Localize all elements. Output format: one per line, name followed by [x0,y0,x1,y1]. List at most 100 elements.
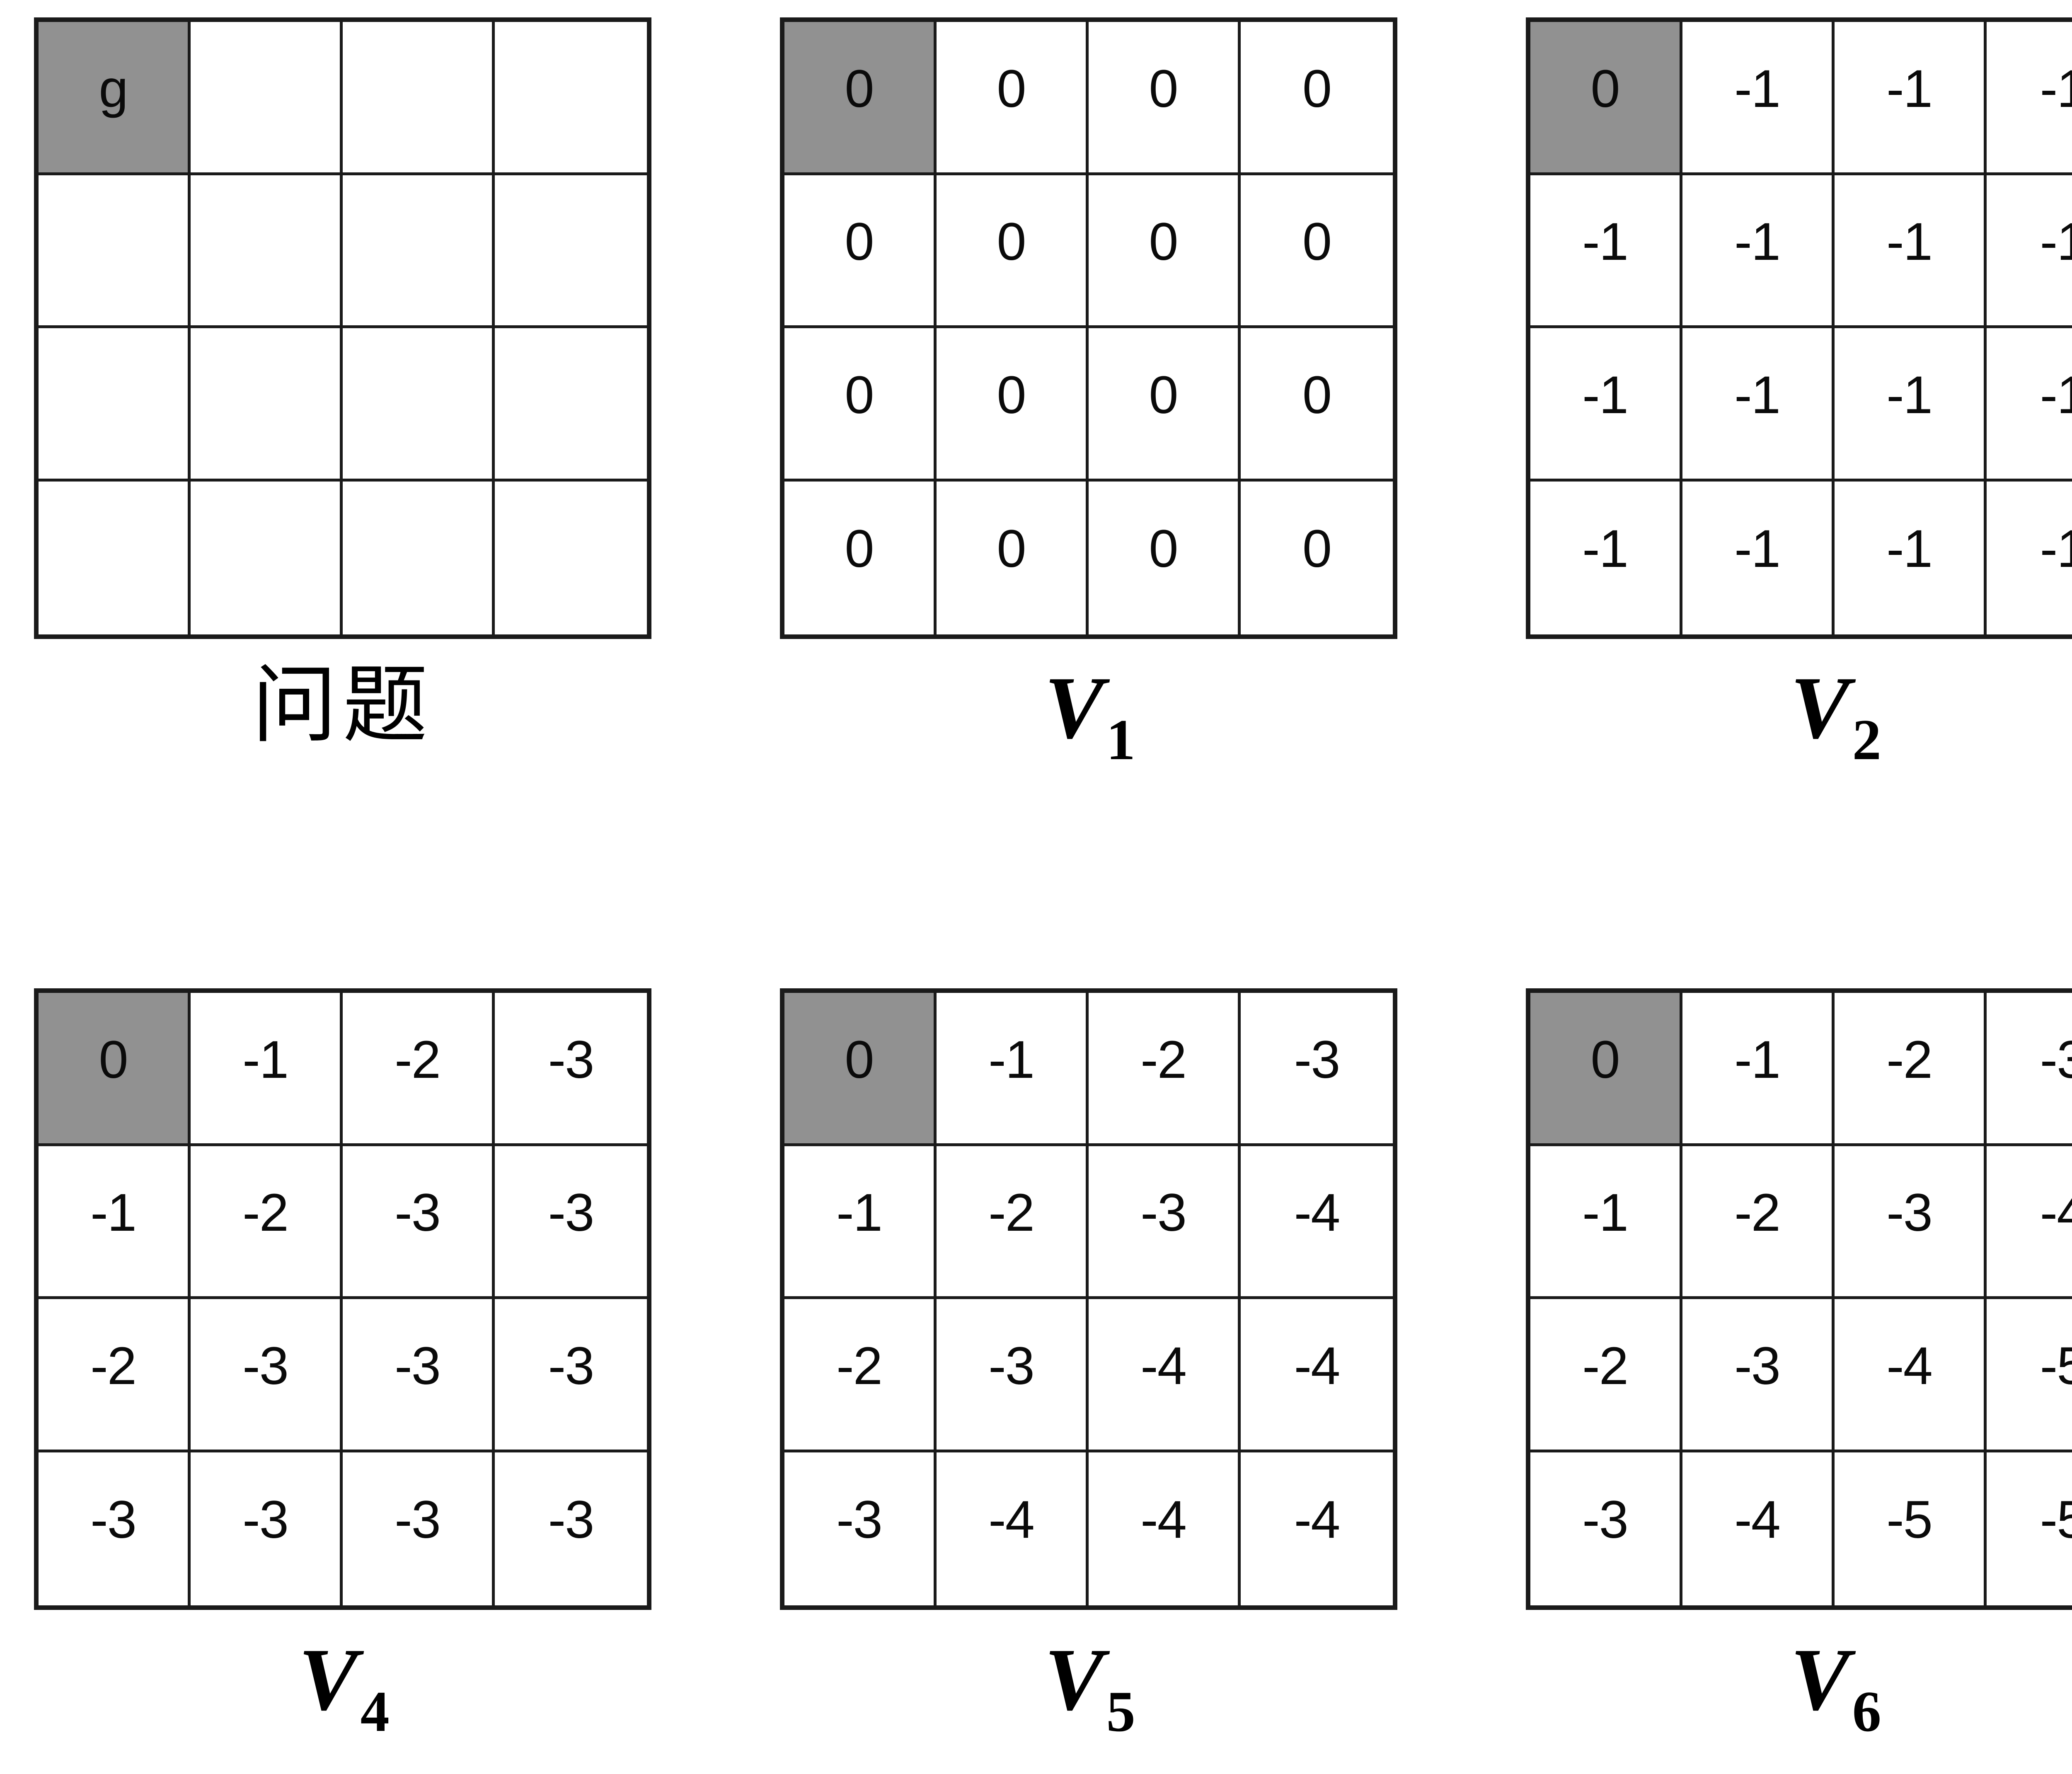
cell-value: -4 [1140,1490,1187,1550]
cell-value: -2 [242,1183,289,1243]
matrix-cell: 0 [784,481,937,634]
matrix-cell: -1 [1530,175,1682,328]
cell-value: -2 [395,1030,441,1089]
matrix-cell: -2 [191,1146,343,1299]
matrix-cell: -1 [937,993,1089,1146]
matrix-cell: -1 [1530,1146,1682,1299]
matrix-v4: 0-1-2-3-1-2-3-3-2-3-3-3-3-3-3-3 [34,988,651,1610]
matrix-cell: -1 [39,1146,191,1299]
cell-value: -3 [1294,1030,1341,1089]
matrix-cell: -1 [1682,175,1835,328]
cell-value: -4 [1886,1336,1933,1396]
matrix-cell [191,481,343,634]
matrix-cell: -3 [39,1452,191,1605]
cell-value: -3 [242,1336,289,1396]
matrix-cell: -2 [39,1299,191,1452]
matrix-cell: 0 [1089,22,1241,175]
caption-subscript: 1 [1106,708,1135,772]
matrix-cell [495,481,647,634]
caption-subscript: 5 [1106,1680,1135,1744]
matrix-cell-terminal: g [39,22,191,175]
cell-value: 0 [845,1030,874,1089]
matrix-cell: -3 [1987,993,2072,1146]
matrix-cell: -4 [1241,1452,1393,1605]
cell-value: -2 [988,1183,1035,1243]
matrix-cell [343,481,495,634]
matrix-caption-v6: V6 [1526,1635,2072,1741]
matrix-cell: -1 [1987,328,2072,482]
cell-value: 0 [997,212,1026,272]
matrix-cell: -2 [937,1146,1089,1299]
matrix-cell [495,22,647,175]
matrix-cell: -1 [1835,481,1987,634]
cell-value: -1 [1582,365,1629,425]
matrix-cell: -5 [1987,1452,2072,1605]
cell-value: -3 [395,1183,441,1243]
matrix-cell: 0 [1241,22,1393,175]
matrix-cell: 0 [1241,328,1393,482]
matrix-cell: 0 [1241,481,1393,634]
matrix-cell [39,328,191,482]
cell-value: -3 [548,1490,595,1550]
cell-value: -1 [1582,519,1629,579]
matrix-cell: 0 [1241,175,1393,328]
matrix-cell: -1 [1987,22,2072,175]
cell-value: -1 [988,1030,1035,1089]
cell-value: -3 [1140,1183,1187,1243]
matrix-cell: 0 [937,481,1089,634]
matrix-cell-terminal: 0 [784,993,937,1146]
matrix-caption-v5: V5 [780,1635,1397,1741]
matrix-cell: -4 [1835,1299,1987,1452]
cell-value: -3 [2040,1030,2072,1089]
matrix-panel-problem: g 问题 [25,0,771,961]
matrix-cell: -2 [1835,993,1987,1146]
matrix-cell: -3 [191,1299,343,1452]
cell-value: -3 [548,1030,595,1089]
cell-value: -1 [1886,519,1933,579]
matrix-cell: -3 [495,993,647,1146]
cell-value: -4 [1294,1336,1341,1396]
matrix-cell: -4 [1987,1146,2072,1299]
cell-value: 0 [1302,59,1332,119]
caption-label: 问题 [252,656,433,755]
cell-value: 0 [845,519,874,579]
cell-value: -2 [836,1336,883,1396]
cell-value: 0 [845,212,874,272]
matrix-cell [191,22,343,175]
matrix-cell: 0 [784,328,937,482]
cell-value: 0 [1302,519,1332,579]
matrix-caption-v4: V4 [34,1635,651,1741]
cell-value: -1 [242,1030,289,1089]
caption-symbol: V [298,1630,358,1729]
matrix-cell: -1 [1530,328,1682,482]
matrix-cell: -1 [1835,22,1987,175]
matrix-cell: -3 [495,1299,647,1452]
cell-value: -2 [1140,1030,1187,1089]
cell-value: -3 [548,1336,595,1396]
caption-symbol: V [1790,658,1850,757]
matrix-caption-v1: V1 [780,663,1397,769]
matrix-cell: -1 [1835,175,1987,328]
cell-value: -2 [1734,1183,1781,1243]
matrix-cell [191,175,343,328]
matrix-cell: -5 [1987,1299,2072,1452]
matrix-problem: g [34,17,651,639]
matrix-cell: -1 [1682,481,1835,634]
cell-value: -3 [395,1490,441,1550]
matrix-cell: -3 [495,1146,647,1299]
cell-value: g [99,59,128,119]
cell-value: 0 [1590,59,1620,119]
cell-value: -4 [988,1490,1035,1550]
matrix-cell [39,481,191,634]
cell-value: -1 [2040,365,2072,425]
cell-value: 0 [1590,1030,1620,1089]
cell-value: -1 [1734,212,1781,272]
matrix-cell: 0 [937,22,1089,175]
matrix-cell: -1 [191,993,343,1146]
matrix-cell: -1 [1682,328,1835,482]
